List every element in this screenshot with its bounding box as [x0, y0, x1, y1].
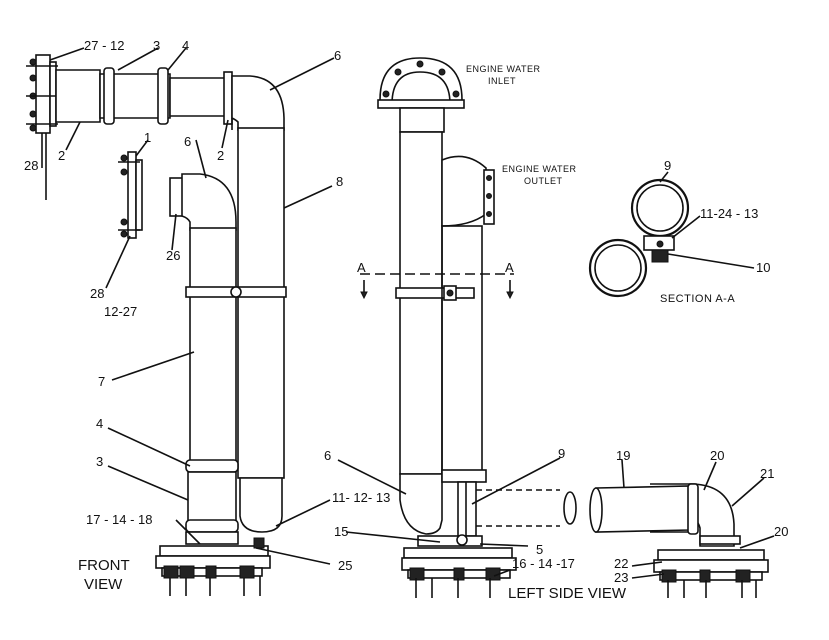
callout-section-10: 10 — [756, 260, 770, 275]
hose-19 — [595, 485, 691, 533]
side-pipe-clamp — [395, 287, 475, 299]
front-view-title-line2: VIEW — [84, 576, 123, 593]
engine-water-inlet-label-1: ENGINE WATER — [466, 64, 541, 74]
callout-6-mid: 6 — [184, 134, 191, 149]
lower-hose-clamp-bottom — [185, 519, 239, 533]
callout-side-5: 5 — [536, 542, 543, 557]
top-flange — [26, 54, 58, 200]
callout-26: 26 — [166, 248, 180, 263]
section-aa-drawing — [588, 171, 755, 298]
callout-27-12-top: 27 - 12 — [84, 38, 124, 53]
callout-side-20-low: 20 — [774, 524, 788, 539]
top-hose-clamp-left — [103, 67, 115, 125]
mid-elbow — [181, 173, 237, 231]
callout-side-6: 6 — [324, 448, 331, 463]
top-pipe-stub — [55, 69, 101, 123]
top-elbow — [231, 75, 285, 131]
callout-side-19: 19 — [616, 448, 630, 463]
side-leaders — [337, 457, 561, 577]
lower-hose-clamp-top — [185, 459, 239, 473]
top-hose — [99, 73, 171, 119]
detail-hose-assembly — [589, 459, 775, 598]
callout-28-top: 28 — [24, 158, 38, 173]
pipe-8 — [237, 127, 285, 479]
side-view-drawing — [337, 57, 577, 598]
mid-flange — [118, 151, 143, 239]
top-pipe-mid — [169, 77, 226, 117]
callout-3-low: 3 — [96, 454, 103, 469]
callout-side-22: 22 — [614, 556, 628, 571]
callout-1: 1 — [144, 130, 151, 145]
engine-water-inlet-label-2: INLET — [488, 76, 516, 86]
callout-4-low: 4 — [96, 416, 103, 431]
callout-section-11-24-13: 11-24 - 13 — [700, 206, 758, 221]
callout-side-20-top: 20 — [710, 448, 724, 463]
section-marker-right: A — [505, 260, 514, 275]
callout-side-9: 9 — [558, 446, 565, 461]
lower-hose — [187, 471, 237, 525]
engine-water-outlet-label-2: OUTLET — [524, 176, 563, 186]
callout-11-12-13: 11- 12- 13 — [332, 490, 390, 505]
callout-side-15: 15 — [334, 524, 348, 539]
side-main-pipe — [399, 131, 443, 475]
side-lower-elbow — [399, 473, 443, 535]
callout-section-9: 9 — [664, 158, 671, 173]
outlet-flange — [441, 155, 495, 227]
left-side-view-title: LEFT SIDE VIEW — [508, 585, 627, 602]
engine-water-outlet-label-1: ENGINE WATER — [502, 164, 577, 174]
callout-3-top: 3 — [153, 38, 160, 53]
callout-6-top: 6 — [334, 48, 341, 63]
callout-17-14-18: 17 - 14 - 18 — [86, 512, 153, 527]
inlet-flange — [377, 57, 465, 109]
front-view-title-line1: FRONT — [78, 557, 130, 574]
callout-side-21: 21 — [760, 466, 774, 481]
callout-side-16-14-17: 16 - 14 -17 — [512, 556, 575, 571]
callout-12-27: 12-27 — [104, 304, 137, 319]
callout-8: 8 — [336, 174, 343, 189]
callout-side-23: 23 — [614, 570, 628, 585]
callout-4-top: 4 — [182, 38, 189, 53]
callout-7: 7 — [98, 374, 105, 389]
front-base — [155, 531, 271, 596]
callout-2-mid: 2 — [217, 148, 224, 163]
front-view-drawing — [26, 47, 335, 596]
section-aa-title: SECTION A-A — [660, 293, 735, 305]
front-leaders — [49, 47, 335, 565]
top-hose-clamp-right — [157, 67, 169, 125]
callout-25: 25 — [338, 558, 352, 573]
side-base — [401, 534, 517, 598]
pipe-7 — [189, 227, 237, 465]
section-marker-left: A — [357, 260, 366, 275]
callout-28-mid: 28 — [90, 286, 104, 301]
pipe-8-bottom — [239, 477, 283, 533]
callout-2-left: 2 — [58, 148, 65, 163]
